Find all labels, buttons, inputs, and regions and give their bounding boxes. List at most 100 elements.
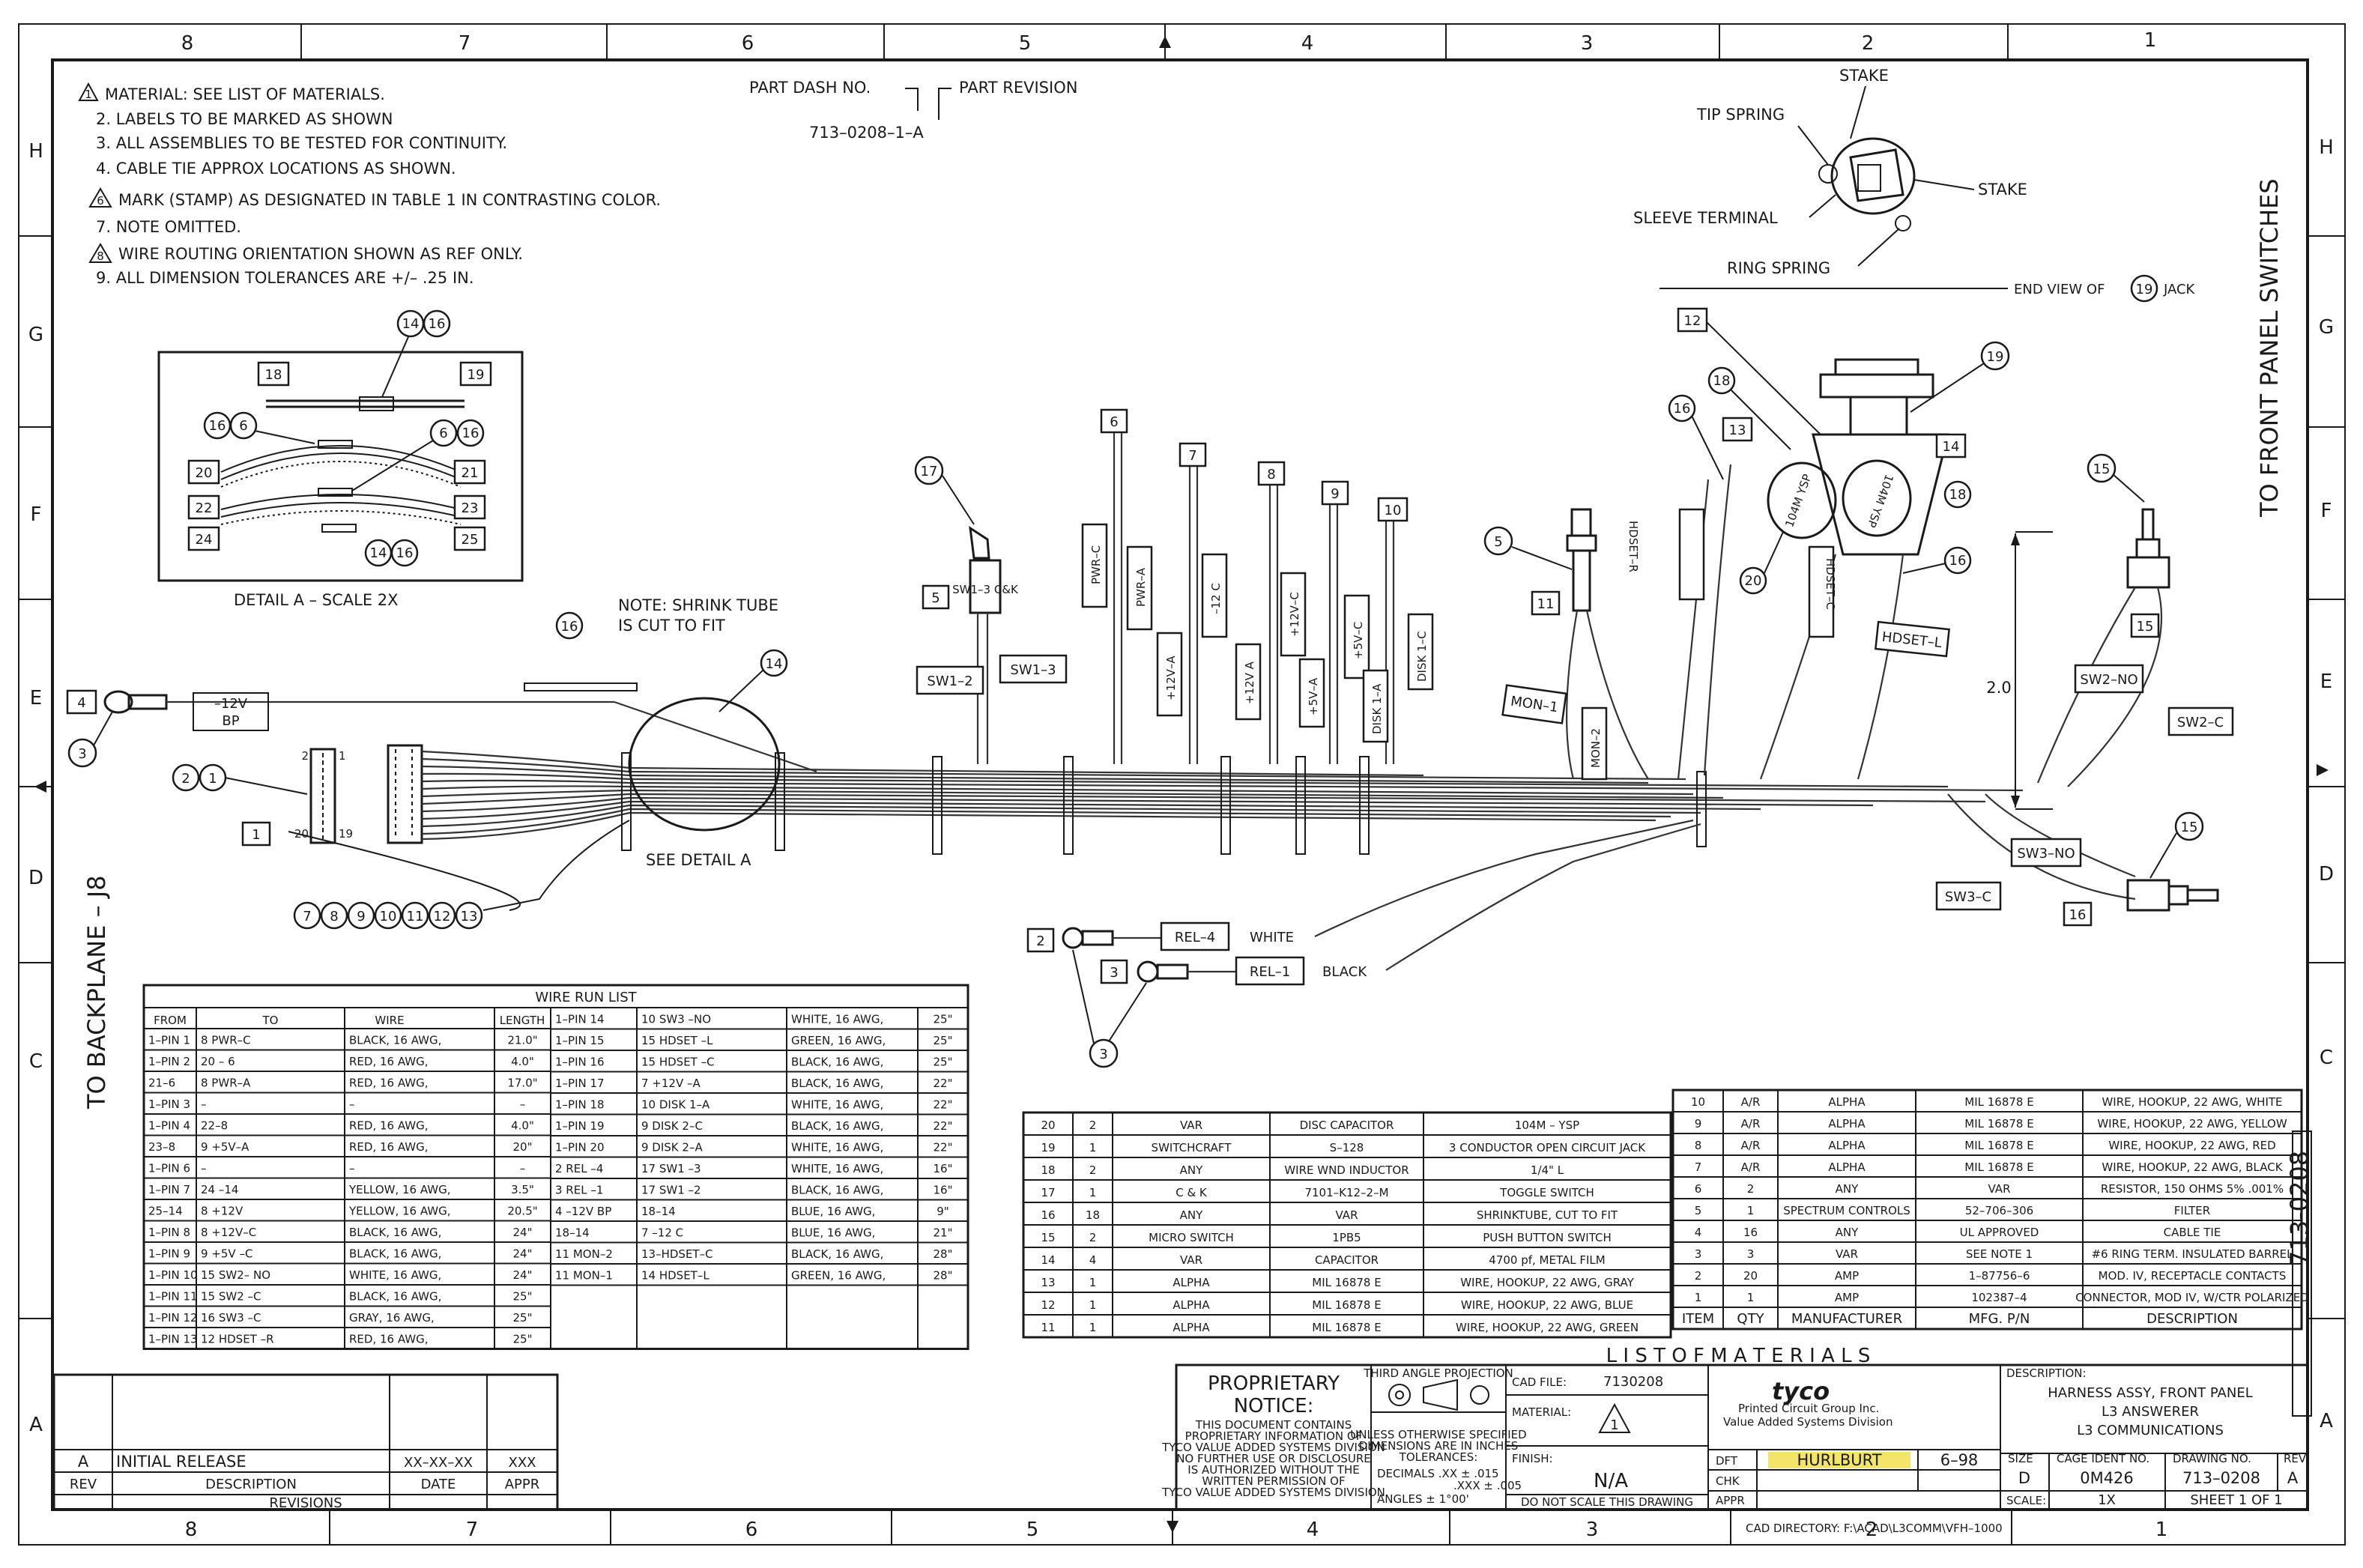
bom-right-cell: WIRE, HOOKUP, 22 AWG, WHITE [2102, 1095, 2282, 1109]
drafter-name: HURLBURT [1797, 1451, 1881, 1469]
svg-text:14: 14 [1943, 439, 1960, 455]
bom-mid-cell: C & K [1176, 1186, 1208, 1199]
zone-left-A: A [29, 1414, 43, 1436]
bom-mid-cell: 17 [1041, 1186, 1055, 1199]
bom-mid-cell: CAPACITOR [1315, 1253, 1379, 1267]
bom-right-cell: 1 [1747, 1204, 1755, 1217]
zone-bottom-3: 3 [1586, 1519, 1599, 1541]
bom-mid-cell: ANY [1180, 1208, 1203, 1222]
bom-right-cell: A/R [1741, 1139, 1761, 1152]
item-box-8 [1257, 461, 1286, 486]
wire-run-left-cell: 1–PIN 9 [148, 1247, 190, 1261]
item-box-16 [2063, 901, 2093, 927]
svg-text:5: 5 [931, 590, 940, 606]
bom-right-cell: SEE NOTE 1 [1966, 1247, 2033, 1261]
svg-text:15: 15 [2137, 619, 2154, 635]
wire-run-left-cell: 4.0" [511, 1119, 534, 1133]
wire-run-right-cell: 4 –12V BP [555, 1205, 611, 1218]
size-label: SIZE [2008, 1452, 2033, 1465]
proprietary-title-1: PROPRIETARY [1208, 1372, 1340, 1395]
end-view-label: END VIEW OF [2014, 282, 2105, 297]
wire-run-right-cell: 11 MON–1 [555, 1269, 613, 1283]
wire-run-right-cell: 15 HDSET –L [641, 1034, 713, 1047]
bom-mid-cell: 15 [1041, 1231, 1055, 1244]
bom-right-cell: ALPHA [1828, 1095, 1866, 1109]
svg-text:8: 8 [330, 909, 338, 924]
wire-run-right-cell: 28" [934, 1269, 953, 1283]
bom-right-cell: WIRE, HOOKUP, 22 AWG, YELLOW [2097, 1117, 2287, 1130]
see-detail-a: SEE DETAIL A [646, 851, 751, 869]
wire-run-right-cell: GREEN, 16 AWG, [791, 1034, 886, 1047]
wire-run-right-cell: 14 HDSET–L [641, 1269, 709, 1283]
wire-run-right-cell: BLACK, 16 AWG, [791, 1119, 883, 1133]
bom-right-cell: 1 [1747, 1291, 1755, 1304]
wire-run-left-cell: – [201, 1162, 207, 1175]
item-box-4 [66, 689, 97, 715]
svg-text:3: 3 [1099, 1047, 1107, 1062]
bom-mid-cell: S–128 [1330, 1141, 1364, 1154]
scale-label: SCALE: [2006, 1494, 2046, 1507]
part-dash-label: PART DASH NO. [749, 79, 871, 97]
detail-box-19 [459, 361, 492, 387]
bom-right-cell: ALPHA [1828, 1117, 1866, 1130]
svg-text:2: 2 [1036, 933, 1044, 949]
bom-right-cell: A/R [1741, 1160, 1761, 1174]
dim-note-2: DIMENSIONS ARE IN INCHES [1359, 1439, 1519, 1453]
bom-right-cell: 20 [1743, 1269, 1758, 1283]
wire-run-left-cell: 1–PIN 2 [148, 1055, 190, 1068]
sleeve-terminal-label: SLEEVE TERMINAL [1633, 209, 1778, 227]
svg-text:20: 20 [1745, 573, 1762, 589]
wire-run-left-cell: 25" [513, 1333, 533, 1346]
bom-mid-cell: 104M – YSP [1515, 1119, 1579, 1132]
wire-run-left-cell: – [349, 1098, 355, 1111]
wire-run-left-cell: 24" [513, 1226, 533, 1239]
bom-right-cell: ALPHA [1828, 1160, 1866, 1174]
drafter-date: 6–98 [1940, 1451, 1979, 1469]
bom-right-cell: 1–87756–6 [1969, 1269, 2030, 1283]
wire-run-right-cell: BLACK, 16 AWG, [791, 1247, 883, 1261]
wire-run-left-cell: 1–PIN 7 [148, 1183, 190, 1196]
svg-text:16: 16 [209, 418, 226, 434]
wire-run-left-cell: 1–PIN 1 [148, 1034, 190, 1047]
bom-right-cell: 3 [1695, 1247, 1702, 1261]
zone-top-3: 3 [1581, 32, 1594, 55]
bom-right-cell: AMP [1835, 1269, 1859, 1283]
company-sub: Printed Circuit Group Inc. [1738, 1402, 1879, 1415]
wire-run-left-cell: 22–8 [201, 1119, 228, 1133]
label-rel4: REL–4 [1175, 930, 1215, 945]
svg-text:17: 17 [921, 464, 938, 479]
bom-right-cell: 10 [1691, 1095, 1705, 1109]
bom-right-cell: 8 [1695, 1139, 1702, 1152]
sw1-tag: SW1–3 C&K [952, 583, 1019, 596]
bom-mid-cell: 1/4" L [1531, 1163, 1564, 1177]
bom-mid-cell: 2 [1089, 1119, 1097, 1132]
bom-mid-cell: VAR [1180, 1253, 1202, 1267]
label-p12va2: +12V A [1243, 661, 1256, 704]
dwg-no-label: DRAWING NO. [2173, 1452, 2251, 1465]
bom-right-cell: 16 [1743, 1226, 1758, 1239]
label-p12vc: +12V–C [1288, 592, 1301, 637]
wire-run-left-cell: WHITE, 16 AWG, [349, 1268, 441, 1282]
wire-run-left-cell: YELLOW, 16 AWG, [348, 1183, 451, 1196]
scale-value: 1X [2098, 1492, 2116, 1508]
item-box-7 [1179, 442, 1207, 467]
wire-run-right-cell: GREEN, 16 AWG, [791, 1269, 886, 1283]
svg-text:16: 16 [2069, 907, 2087, 923]
branch-wires: 17 SW1–3 C&K 5 SW1–2 SW1–3 6 PWR–C PWR–A… [914, 307, 2234, 1068]
rev-value: A [2287, 1469, 2299, 1487]
bom-right-cell: MIL 16878 E [1964, 1160, 2033, 1174]
svg-text:18: 18 [1713, 373, 1731, 389]
jack-end-view: STAKE TIP SPRING STAKE SLEEVE TERMINAL R… [1633, 67, 2196, 303]
wire-run-left-cell: 9 +5V–A [201, 1140, 249, 1154]
label-black: BLACK [1322, 964, 1367, 980]
bom-mid-cell: ANY [1180, 1163, 1203, 1177]
svg-text:24: 24 [196, 532, 213, 548]
bom-right-cell: 4 [1695, 1226, 1702, 1239]
detail-box-24 [187, 526, 220, 551]
bom-mid-cell: WIRE, HOOKUP, 22 AWG, GREEN [1456, 1321, 1639, 1334]
label-pwr-a: PWR–A [1134, 567, 1148, 607]
bom-mid-cell: 14 [1041, 1253, 1055, 1267]
wire-run-right-cell: 9 DISK 2–A [641, 1141, 703, 1154]
svg-text:20: 20 [294, 827, 309, 841]
